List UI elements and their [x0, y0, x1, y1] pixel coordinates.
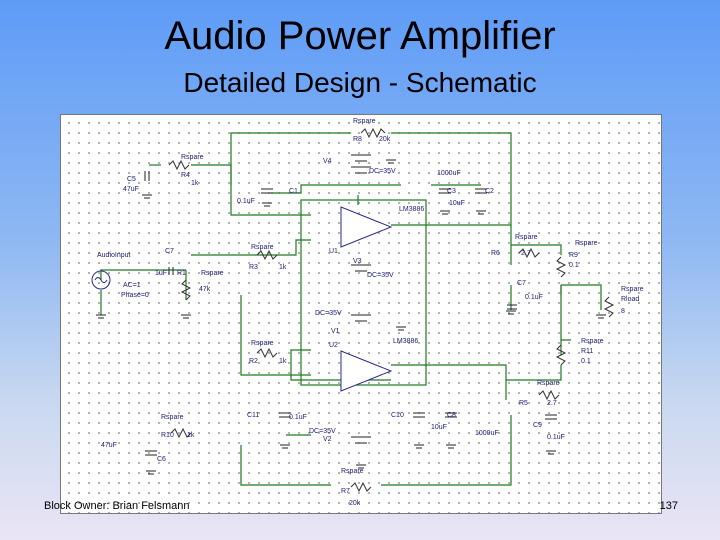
label-v4: V4 — [323, 158, 332, 165]
label-v2-val: DC=35V — [309, 428, 336, 435]
block-owner: Block Owner: Brian Felsmann — [44, 500, 190, 512]
label-r4-val: 1k — [191, 180, 199, 187]
label-c8: C8 — [447, 412, 456, 419]
label-u2: U2 — [329, 342, 338, 349]
label-c11-val: 0.1uF — [289, 414, 307, 421]
label-r-rspare-r3: Rspare — [251, 244, 274, 251]
label-r6-val: 2.7 — [521, 250, 531, 257]
label-lm3886-a: LM3886 — [399, 206, 424, 213]
label-rload: Rload — [621, 296, 639, 303]
label-v-dc: DC=35V — [315, 310, 342, 317]
label-c-in-val: 1uF — [155, 270, 167, 277]
label-c9-val: 0.1uF — [547, 434, 565, 441]
label-phase: Phase=0 — [121, 292, 149, 299]
label-c5-val: 47uF — [123, 186, 139, 193]
label-v4-val: DC=35V — [369, 168, 396, 175]
label-c1: C1 — [289, 188, 298, 195]
label-rload-val: 8 — [621, 308, 625, 315]
label-c6: C6 — [157, 456, 166, 463]
label-r5-val: 2.7 — [547, 400, 557, 407]
label-r-rspare-r1: Rspare — [201, 270, 224, 277]
label-r5: R5 — [519, 400, 528, 407]
label-r10: R10 — [161, 432, 174, 439]
label-r-rspare-r4: Rspare — [181, 154, 204, 161]
wires — [100, 132, 602, 486]
label-c3: C3 — [447, 188, 456, 195]
label-r1-val: 47k — [199, 286, 211, 293]
schematic-diagram: Rspare R8 20k Rspare R4 1k C5 47uF V4 DC… — [60, 114, 662, 514]
label-c5: C5 — [127, 176, 136, 183]
label-v3-val: DC=35V — [367, 272, 394, 279]
label-c2: C2 — [485, 188, 494, 195]
component-labels: Rspare R8 20k Rspare R4 1k C5 47uF V4 DC… — [97, 118, 644, 507]
label-c11: C11 — [247, 412, 259, 419]
page-number: 137 — [659, 500, 678, 512]
label-c10: C10 — [391, 412, 404, 419]
label-r9: R9 — [569, 252, 578, 259]
slide-subtitle: Detailed Design - Schematic — [183, 67, 537, 98]
label-r-rspare-r10: Rspare — [161, 414, 184, 421]
label-c2-val: 1000uF — [437, 170, 461, 177]
label-c3-val: 10uF — [449, 200, 465, 207]
label-r6: R6 — [491, 250, 500, 257]
label-r-rspare-r5: Rspare — [537, 380, 560, 387]
label-ac-source: AC=1 — [123, 282, 141, 289]
label-audio-input: AudioInput — [97, 252, 131, 259]
label-c7: C7 — [517, 280, 526, 287]
components — [91, 127, 615, 493]
label-v3: V3 — [353, 258, 362, 265]
label-r-rspare-r11: Rspare — [581, 338, 604, 345]
label-r4: R4 — [181, 172, 190, 179]
label-r-rspare-r9: Rspare — [575, 240, 598, 247]
slide-title: Audio Power Amplifier — [164, 14, 556, 58]
label-r2-val: 1k — [279, 358, 287, 365]
label-r11: R11 — [581, 348, 593, 355]
label-c6-val: 47uF — [101, 442, 117, 449]
label-r3-val: 1k — [279, 264, 287, 271]
label-r-rspare-r6: Rspare — [515, 234, 538, 241]
label-r10-val: 1k — [187, 432, 195, 439]
label-c8-val: 1000uF — [475, 430, 499, 437]
label-c1-val: 0.1uF — [237, 198, 255, 205]
label-r8-val: 20k — [379, 136, 391, 143]
label-r-rspare-r7: Rspare — [341, 468, 364, 475]
label-r8: R8 — [353, 136, 362, 143]
schematic-drawing: Rspare R8 20k Rspare R4 1k C5 47uF V4 DC… — [91, 118, 644, 507]
label-c10-val: 10uF — [431, 424, 447, 431]
label-r7-val: 20k — [349, 500, 361, 507]
label-c-in: C7 — [165, 248, 174, 255]
label-lm3886-b: LM3886 — [393, 338, 418, 345]
label-v2: V2 — [323, 436, 332, 443]
label-c7-val: 0.1uF — [525, 294, 543, 301]
label-u1: U1 — [329, 248, 338, 255]
label-r-rload: Rspare — [621, 286, 644, 293]
label-r9-val: 0.1 — [569, 262, 579, 269]
label-r-rspare-r2: Rspare — [251, 340, 274, 347]
label-c9: C9 — [533, 422, 542, 429]
label-r1: R1 — [177, 270, 186, 277]
label-v1: V1 — [331, 328, 340, 335]
label-r3: R3 — [249, 264, 258, 271]
label-r7: R7 — [341, 488, 350, 495]
label-r11-val: 0.1 — [581, 358, 591, 365]
label-r2: R2 — [249, 358, 258, 365]
label-r-rspare-top: Rspare — [353, 118, 376, 125]
